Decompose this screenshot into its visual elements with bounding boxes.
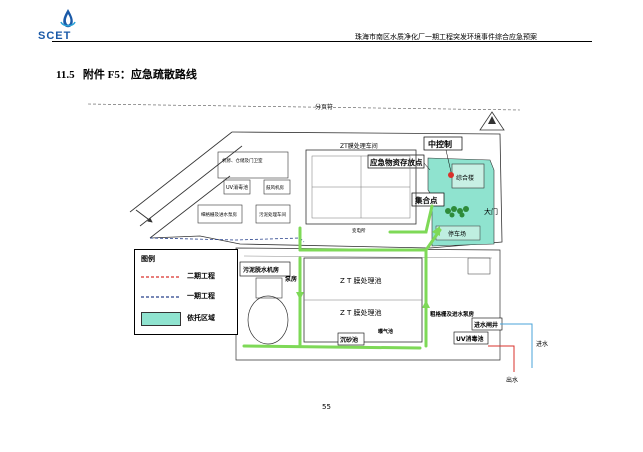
- map-label: 沉砂池: [340, 336, 358, 344]
- road-label: 分页符: [315, 103, 333, 111]
- map-label: 曝气池: [378, 328, 393, 335]
- page-number: 55: [322, 403, 331, 411]
- map-label: 机修、仓储及门卫室: [222, 157, 263, 164]
- zt-top-building: [305, 149, 417, 225]
- section-heading: 附件 F5：应急疏散路线: [82, 69, 197, 81]
- office-building: [451, 163, 485, 189]
- legend-label-zone: 依托区域: [187, 314, 215, 322]
- map-label: 进水闸井: [474, 321, 498, 329]
- legend-label-phase1: 一期工程: [187, 292, 215, 300]
- assembly-point-box: [411, 192, 445, 207]
- road-dashed-line: [87, 103, 521, 111]
- legend-title: 图例: [141, 255, 155, 263]
- map-label: UV消毒池: [456, 335, 484, 343]
- map-label: 鼓风机房: [266, 184, 284, 191]
- phase1-boundary: [149, 237, 305, 243]
- road-diagonal-2: [139, 145, 243, 227]
- office-label: 综合楼: [456, 174, 474, 182]
- sludge-room: [239, 261, 291, 277]
- parking-label: 停车场: [448, 230, 466, 238]
- header-title: 珠海市南区水质净化厂一期工程突发环境事件综合应急预案: [355, 33, 537, 41]
- tree-group: [445, 206, 469, 218]
- map-label: 泵房: [285, 275, 297, 283]
- map-label: 出水: [506, 376, 518, 384]
- central-control-label: 中控制: [428, 139, 452, 149]
- map-label: 污泥脱水机房: [243, 266, 279, 274]
- outlet-pipe: [488, 345, 515, 372]
- small-building-2: [197, 204, 243, 224]
- map-label: 进水: [536, 340, 548, 348]
- small-building-3: [255, 204, 291, 224]
- map-label: UV消毒池: [226, 184, 248, 191]
- site-boundary: [149, 131, 503, 249]
- scet-logo-icon: [60, 9, 76, 28]
- circular-tank: [247, 295, 289, 345]
- logo-text: SCET: [38, 30, 72, 42]
- legend-swatch-zone-icon: [141, 312, 181, 326]
- uv-bottom: [453, 331, 489, 345]
- map-label: 污泥处理车间: [259, 211, 286, 218]
- assembly-point-label: 集合点: [414, 195, 438, 205]
- entrance-arrow-icon: [135, 209, 153, 223]
- inlet-pipe: [500, 323, 533, 368]
- road-diagonal-1: [129, 131, 233, 213]
- legend-label-phase2: 二期工程: [187, 272, 215, 280]
- map-label: 变电所: [352, 227, 366, 234]
- legend-line-phase1-icon: [141, 296, 179, 298]
- header-divider: [52, 41, 592, 42]
- uv-top-building: [223, 179, 251, 195]
- evacuation-routes: [242, 204, 442, 350]
- small-building-1: [217, 151, 289, 179]
- zt-mid2-label: Z T 膜处理池: [340, 308, 382, 317]
- road-diagonal-3: [149, 175, 231, 239]
- section-number: 11.5: [56, 69, 75, 81]
- central-control-box: [423, 136, 463, 151]
- zt-top-label: ZT膜处理车间: [340, 142, 378, 150]
- gate-label: 大门: [484, 207, 498, 216]
- grit-box: [337, 332, 365, 346]
- emergency-marker-icon: [448, 172, 454, 178]
- map-label: 粗格栅及进水泵房: [430, 310, 475, 318]
- route-arrows: [296, 226, 440, 308]
- pump-room: [255, 277, 283, 299]
- map-label: 细格栅及进水泵房: [201, 211, 237, 218]
- compass-icon: [479, 111, 505, 131]
- zt-mid1-label: Z T 膜处理池: [340, 276, 382, 285]
- chemical-storage-label: 应急物资存放点: [370, 157, 423, 167]
- legend-line-phase2-icon: [141, 276, 179, 278]
- legend-box: 图例 二期工程 一期工程 依托区域: [134, 249, 238, 335]
- small-building-4: [263, 179, 291, 195]
- section-title: 11.5 附件 F5：应急疏散路线: [56, 66, 197, 82]
